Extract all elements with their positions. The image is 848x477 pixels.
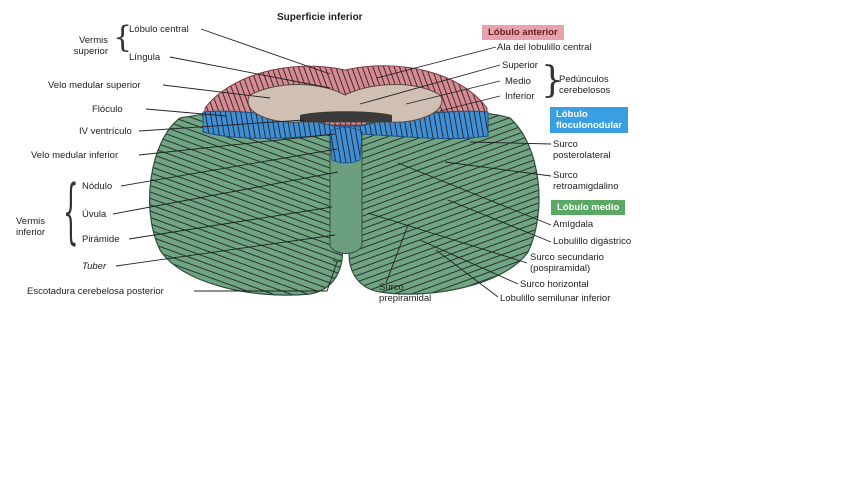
label-iv-ventriculo: IV ventrículo — [79, 126, 132, 137]
label-lobulo-central: Lóbulo central — [129, 24, 189, 35]
label-amigdala: Amígdala — [553, 219, 594, 230]
label-inferior: Inferior — [505, 91, 535, 102]
label-escotadura: Escotadura cerebelosa posterior — [27, 286, 164, 297]
label-surco-secundario: Surco secundario (pospiramidal) — [530, 252, 604, 274]
peduncles-brace: } — [541, 60, 564, 101]
label-surco-horizontal: Surco horizontal — [520, 279, 589, 290]
label-uvula: Úvula — [82, 209, 107, 220]
label-surco-prepiramidal: Surco prepiramidal — [379, 282, 432, 304]
nodule — [329, 127, 363, 164]
label-surco-posterolateral: Surco posterolateral — [553, 139, 611, 161]
fourth-ventricle — [300, 111, 392, 122]
label-ala-lobulillo-central: Ala del lobulillo central — [497, 42, 592, 53]
label-surco-retroamigdalino: Surco retroamigdalino — [553, 170, 619, 192]
vermis-inferior-brace: { — [63, 170, 79, 252]
label-pedunculos: Pedúnculos cerebelosos — [559, 74, 611, 96]
box-lobulo-floculonodular: Lóbulo floculonodular — [550, 107, 628, 133]
label-floculo: Flóculo — [92, 104, 123, 115]
label-lobulillo-digastrico: Lobulillo digástrico — [553, 236, 632, 247]
box-lobulo-anterior: Lóbulo anterior — [482, 25, 564, 40]
right-hemisphere — [348, 111, 540, 295]
box-lobulo-medio: Lóbulo medio — [551, 200, 626, 215]
label-medio: Medio — [505, 76, 531, 87]
label-vermis-inferior: Vermis inferior — [16, 216, 46, 238]
label-nodulo: Nódulo — [82, 181, 113, 192]
label-lobulillo-semilunar-inferior: Lobulillo semilunar inferior — [500, 293, 611, 304]
label-lingula: Língula — [129, 52, 161, 63]
figure-title: Superficie inferior — [277, 12, 363, 23]
label-velo-medular-inferior: Velo medular inferior — [31, 150, 119, 161]
label-vermis-superior: Vermis superior — [73, 35, 108, 57]
label-piramide: Pirámide — [82, 234, 120, 245]
label-superior: Superior — [502, 60, 538, 71]
label-tuber: Tuber — [82, 261, 107, 272]
vermis-superior-brace: { — [113, 20, 133, 55]
left-hemisphere — [149, 112, 344, 296]
brainstem-section — [247, 84, 443, 123]
label-velo-medular-superior: Velo medular superior — [48, 80, 141, 91]
